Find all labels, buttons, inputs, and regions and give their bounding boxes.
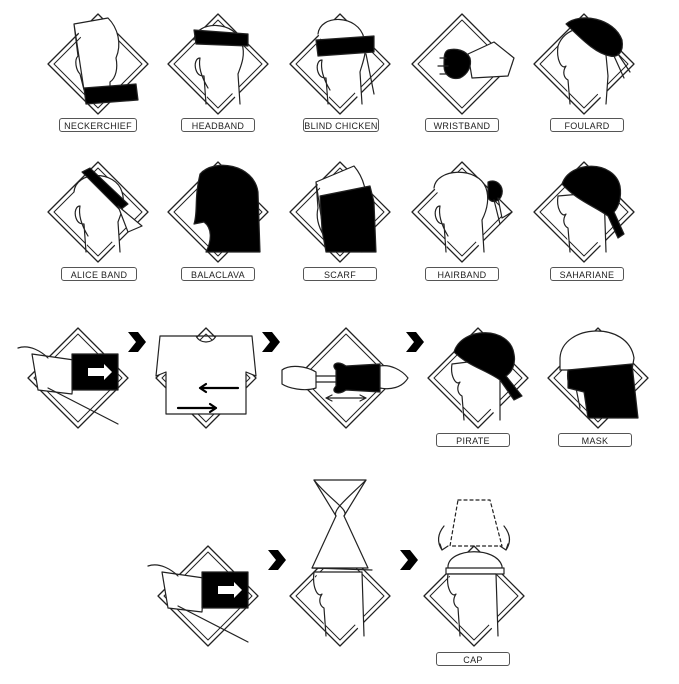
fold-step-arrow-3 <box>405 331 425 353</box>
hairband-illustration <box>411 161 513 263</box>
label-balaclava: BALACLAVA <box>181 267 255 281</box>
label-neckerchief: NECKERCHIEF <box>59 118 137 132</box>
label-hairband: HAIRBAND <box>425 267 499 281</box>
fold-step-1-illustration <box>17 327 129 429</box>
fold-step-arrow-1 <box>127 331 147 353</box>
label-cap: CAP <box>436 652 510 666</box>
balaclava-illustration <box>167 161 269 263</box>
blind-chicken-illustration <box>289 13 391 115</box>
fold-step-arrow-2 <box>261 331 281 353</box>
fold-step-2-illustration <box>155 327 257 429</box>
label-sahariane: SAHARIANE <box>550 267 624 281</box>
scarf-illustration <box>289 161 391 263</box>
foulard-illustration <box>533 13 635 115</box>
cap-step-3-illustration <box>423 499 525 647</box>
fold-step-3-illustration <box>281 327 409 429</box>
label-foulard: FOULARD <box>550 118 624 132</box>
label-pirate: PIRATE <box>436 433 510 447</box>
cap-step-arrow-1 <box>267 549 287 571</box>
label-scarf: SCARF <box>303 267 377 281</box>
mask-illustration <box>547 327 649 429</box>
label-blind-chicken: BLIND CHICKEN <box>303 118 379 132</box>
cap-step-arrow-2 <box>399 549 419 571</box>
cap-step-1-illustration <box>147 545 259 647</box>
label-headband: HEADBAND <box>181 118 255 132</box>
label-alice-band: ALICE BAND <box>61 267 137 281</box>
alice-band-illustration <box>47 161 149 263</box>
neckerchief-illustration <box>47 13 149 115</box>
label-wristband: WRISTBAND <box>425 118 499 132</box>
label-mask: MASK <box>558 433 632 447</box>
pirate-illustration <box>427 327 529 429</box>
headband-illustration <box>167 13 269 115</box>
sahariane-illustration <box>533 161 635 263</box>
wristband-illustration <box>411 13 515 115</box>
cap-step-2-illustration <box>289 479 391 647</box>
